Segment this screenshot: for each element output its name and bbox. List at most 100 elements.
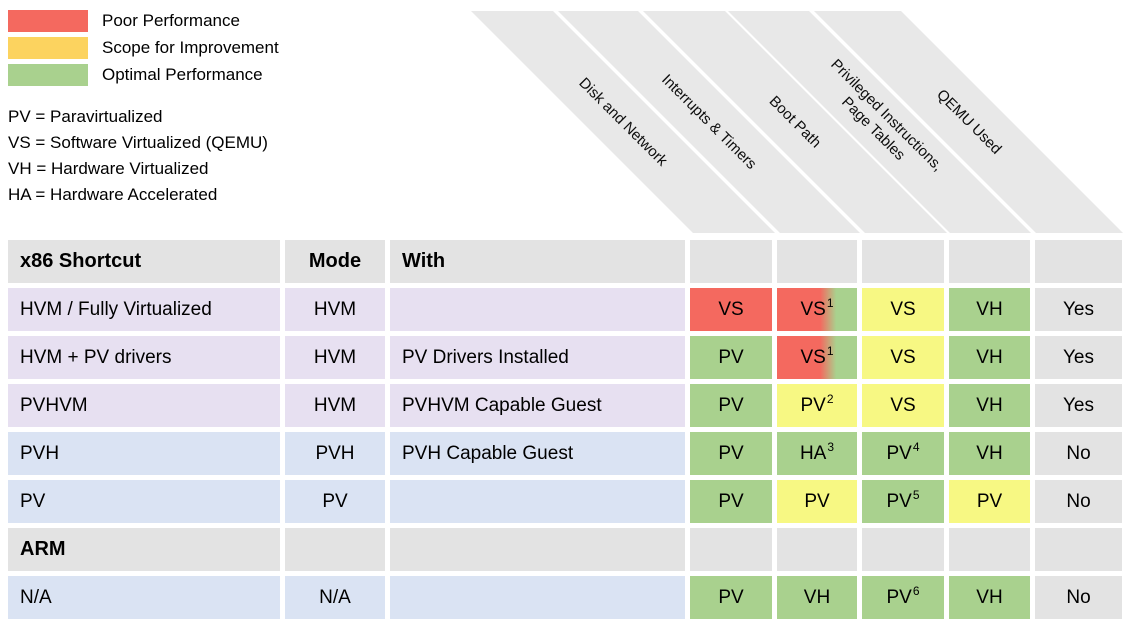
rating-text: VH [976, 442, 1003, 464]
with-cell [390, 480, 685, 523]
rating-cell: VH [949, 576, 1030, 619]
abbreviation-list: PV = Paravirtualized VS = Software Virtua… [8, 104, 268, 208]
rating-text: PV [804, 490, 830, 512]
with-cell: PVH Capable Guest [390, 432, 685, 475]
footnote-superscript: 4 [912, 439, 920, 454]
rating-text: VS [718, 298, 744, 320]
header-spacer-cell [862, 240, 944, 283]
legend-item: Poor Performance [8, 10, 279, 32]
with-cell [390, 576, 685, 619]
rating-cell: PV [690, 336, 772, 379]
footnote-superscript: 1 [826, 343, 834, 358]
rating-text: PV [718, 490, 744, 512]
rating-text: HA [799, 442, 827, 464]
legend-item: Scope for Improvement [8, 37, 279, 59]
header-cell-x86-shortcut: x86 Shortcut [8, 240, 280, 283]
rating-cell: VS [862, 384, 944, 427]
header-spacer-cell [949, 240, 1030, 283]
rating-text: Yes [1063, 298, 1094, 320]
footnote-superscript: 5 [912, 487, 920, 502]
rating-cell: VS [690, 288, 772, 331]
rating-text: VH [803, 586, 831, 608]
rating-cell: PV [777, 480, 857, 523]
rating-cell: PV [690, 576, 772, 619]
rating-text: PV [718, 394, 744, 416]
rating-text: PV [886, 586, 912, 608]
with-cell: PV Drivers Installed [390, 336, 685, 379]
rating-text: PV [800, 394, 826, 416]
mode-cell: HVM [285, 384, 385, 427]
rating-cell: PV [690, 432, 772, 475]
rating-text: No [1066, 586, 1091, 608]
rating-cell: PV [690, 480, 772, 523]
rating-cell [1035, 528, 1122, 571]
footnote-superscript: 6 [912, 583, 920, 598]
shortcut-cell: HVM + PV drivers [8, 336, 280, 379]
rating-text: PV [718, 586, 744, 608]
header-spacer-cell [690, 240, 772, 283]
rating-text: VH [976, 394, 1003, 416]
rating-text: VS [890, 394, 916, 416]
abbreviation-item: PV = Paravirtualized [8, 107, 163, 126]
rating-text: No [1066, 490, 1091, 512]
shortcut-cell: PV [8, 480, 280, 523]
rating-text: VS [890, 298, 916, 320]
rating-cell: VS [862, 336, 944, 379]
with-cell: PVHVM Capable Guest [390, 384, 685, 427]
rating-cell: VS [862, 288, 944, 331]
mode-cell: HVM [285, 336, 385, 379]
qemu-used-cell: Yes [1035, 288, 1122, 331]
rating-text: PV [718, 346, 744, 368]
rating-text: VS [890, 346, 916, 368]
rating-text: No [1066, 442, 1091, 464]
rating-cell [690, 528, 772, 571]
rating-cell: PV [949, 480, 1030, 523]
mode-cell [285, 528, 385, 571]
qemu-used-cell: Yes [1035, 384, 1122, 427]
abbreviation-item: VH = Hardware Virtualized [8, 159, 209, 178]
mode-cell: PV [285, 480, 385, 523]
abbreviation-item: HA = Hardware Accelerated [8, 185, 218, 204]
rating-cell: VH [949, 288, 1030, 331]
footnote-superscript: 2 [826, 391, 834, 406]
mode-cell: N/A [285, 576, 385, 619]
rating-text: VH [976, 586, 1003, 608]
mode-cell: HVM [285, 288, 385, 331]
header-cell-mode: Mode [285, 240, 385, 283]
header-spacer-cell [1035, 240, 1122, 283]
shortcut-cell: N/A [8, 576, 280, 619]
rating-cell: PV [690, 384, 772, 427]
qemu-used-cell: No [1035, 432, 1122, 475]
rating-cell [777, 528, 857, 571]
rating-text: VS [800, 298, 826, 320]
rating-cell [949, 528, 1030, 571]
rating-text: VH [976, 346, 1003, 368]
rating-cell: VH [949, 336, 1030, 379]
rating-text: PV [886, 442, 912, 464]
legend-label: Poor Performance [102, 11, 240, 30]
legend-color-swatch [8, 37, 88, 59]
rating-cell [862, 528, 944, 571]
rating-cell: VH [949, 432, 1030, 475]
mode-cell: PVH [285, 432, 385, 475]
qemu-used-cell: No [1035, 480, 1122, 523]
rating-text: VS [800, 346, 826, 368]
legend-color-swatch [8, 10, 88, 32]
with-cell [390, 288, 685, 331]
shortcut-cell: HVM / Fully Virtualized [8, 288, 280, 331]
shortcut-cell: ARM [8, 528, 280, 571]
header-spacer-cell [777, 240, 857, 283]
with-cell [390, 528, 685, 571]
qemu-used-cell: No [1035, 576, 1122, 619]
footnote-superscript: 3 [827, 439, 835, 454]
abbreviation-item: VS = Software Virtualized (QEMU) [8, 133, 268, 152]
